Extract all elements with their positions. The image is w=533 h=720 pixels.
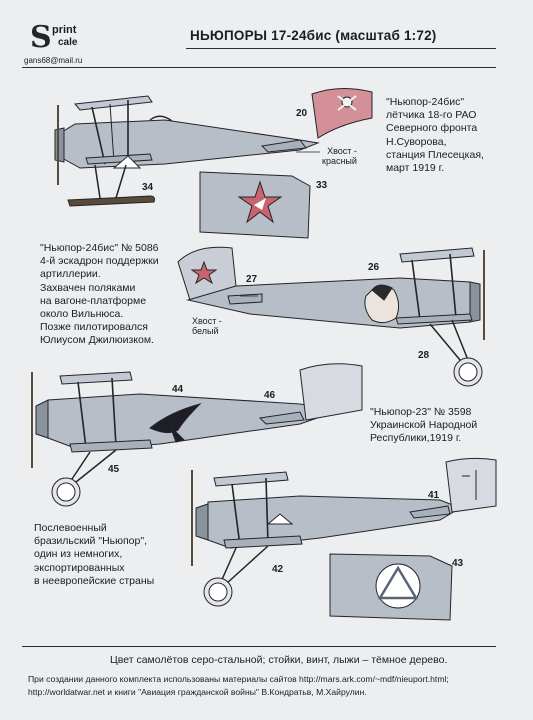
- plane1-caption-line: Н.Суворова,: [386, 135, 447, 148]
- plane2-caption-line: Позже пилотировался: [40, 321, 148, 334]
- page-title: НЬЮПОРЫ 17-24бис (масштаб 1:72): [190, 28, 437, 43]
- marker-41: 41: [428, 490, 440, 501]
- plane4-wing-roundel: [329, 553, 453, 621]
- plane2-caption-line: артиллерии.: [40, 268, 101, 281]
- plane4-caption-line: в неевропейские страны: [34, 574, 155, 587]
- plane2-tail-note-line: Хвост -: [192, 316, 222, 326]
- header-divider: [22, 67, 496, 68]
- plane2-tail-note-line: белый: [192, 326, 219, 336]
- plane1-caption-line: станция Плесецкая,: [386, 148, 484, 161]
- sources-note: При создании данного комплекта использов…: [28, 673, 518, 699]
- marker-20: 20: [296, 108, 308, 119]
- plane2-caption-line: 4-й эскадрон поддержки: [40, 255, 159, 268]
- plane4-drawing: [191, 457, 497, 607]
- plane2-tail-note: Хвост - белый: [192, 316, 222, 336]
- marker-33: 33: [316, 180, 328, 191]
- plane3-drawing: [31, 363, 363, 507]
- plane2-caption: "Ньюпор-24бис" № 5086 4-й эскадрон подде…: [40, 242, 159, 348]
- plane1-caption-line: Северного фронта: [386, 122, 478, 135]
- footer-divider: [22, 646, 496, 647]
- contact-email: gans68@mail.ru: [24, 56, 83, 65]
- plane1-caption: "Ньюпор-24бис" лётчика 18-го РАО Северно…: [386, 96, 484, 175]
- logo-word-print: print: [52, 24, 77, 36]
- marker-46: 46: [264, 390, 276, 401]
- plane1-drawing: [54, 88, 373, 207]
- plane3-caption-line: "Ньюпор-23" № 3598: [370, 406, 472, 418]
- plane3-caption-line: Республики,1919 г.: [370, 432, 462, 445]
- plane2-caption-line: Юлиусом Джилюизком.: [40, 334, 154, 347]
- plane2-drawing: [177, 246, 485, 387]
- plane1-tail-note-line: красный: [322, 156, 357, 166]
- marker-45: 45: [108, 464, 120, 475]
- plane1-tail-note: Хвост - красный: [322, 146, 357, 166]
- title-underline: [186, 48, 496, 49]
- logo-initial: S: [30, 20, 52, 55]
- plane2-caption-line: Захвачен поляками: [40, 281, 136, 294]
- plane4-caption-line: Послевоенный: [34, 522, 107, 534]
- plane4-caption-line: бразильский "Ньюпор",: [34, 535, 148, 548]
- plane4-caption-line: экспортированных: [34, 561, 125, 574]
- plane2-caption-line: на вагоне-платформе: [40, 294, 147, 307]
- marker-26: 26: [368, 262, 380, 273]
- plane4-caption-line: один из немногих,: [34, 548, 123, 561]
- marker-27: 27: [246, 274, 258, 285]
- plane3-caption: "Ньюпор-23" № 3598 Украинской Народной Р…: [370, 406, 477, 446]
- sources-line: При создании данного комплекта использов…: [28, 674, 449, 684]
- logo-word-cale: cale: [58, 37, 78, 48]
- plane1-caption-line: лётчика 18-го РАО: [386, 109, 477, 122]
- color-note: Цвет самолётов серо-стальной; стойки, ви…: [110, 654, 448, 666]
- marker-28: 28: [418, 350, 430, 361]
- sprint-scale-logo: S print cale: [30, 20, 120, 64]
- plane3-caption-line: Украинской Народной: [370, 419, 478, 432]
- sources-line: http://worldatwar.net и книги "Авиация г…: [28, 687, 367, 697]
- plane2-caption-line: около Вильнюса.: [40, 308, 124, 321]
- marker-43: 43: [452, 558, 464, 569]
- marker-42: 42: [272, 564, 284, 575]
- plane1-caption-line: март 1919 г.: [386, 162, 445, 175]
- plane4-caption: Послевоенный бразильский "Ньюпор", один …: [34, 522, 154, 588]
- marker-44: 44: [172, 384, 184, 395]
- marker-34: 34: [142, 182, 154, 193]
- plane1-caption-line: "Ньюпор-24бис": [386, 96, 465, 108]
- plane2-caption-line: "Ньюпор-24бис" № 5086: [40, 242, 159, 254]
- plane1-wing-star: [199, 171, 311, 239]
- plane1-tail-note-line: Хвост -: [327, 146, 357, 156]
